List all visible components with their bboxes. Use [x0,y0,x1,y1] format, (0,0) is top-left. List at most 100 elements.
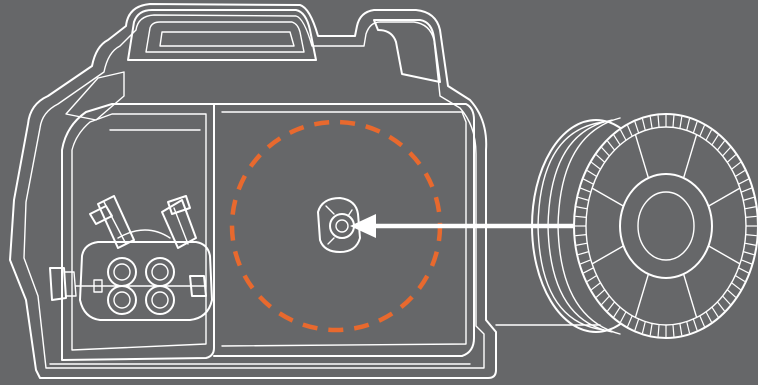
spool-spoke [682,134,698,179]
spool-knurl-tick [711,134,719,146]
spool-spoke [634,134,650,179]
spool-knurl-tick [692,318,698,331]
spool-knurl-tick [576,242,588,246]
wire-feeder [49,195,213,321]
spool-coil-edge [537,121,605,331]
spool-knurl-tick [699,315,706,327]
spool-knurl-tick [601,147,610,157]
spool-knurl-tick [595,289,606,298]
spool-knurl-tick [686,118,691,131]
welder-machine [9,3,497,379]
left-top-step [65,71,125,121]
drive-roller-top-left [107,257,137,287]
spool-knurl-tick [626,315,633,327]
spool-coil-edge-3 [557,117,621,335]
spool-knurl-tick [726,289,737,298]
spool-front-flange [573,113,758,339]
spool-knurl-tick [575,234,587,237]
drive-roller-bottom-right [145,285,175,315]
spool-knurl-tick [657,324,660,337]
hub-mount [317,197,361,253]
left-tension-arm [89,195,135,249]
spool-knurl-tick [705,129,713,141]
rear-handle [373,19,441,83]
spool-knurl-tick [734,274,746,283]
spool-compartment-inner [221,111,467,347]
handle-inner [159,31,295,47]
right-tension-arm [161,195,197,249]
bracket-bolt-left [93,279,103,293]
drive-roller-top-left-hub [113,263,131,281]
spool-knurl-tick [607,140,616,151]
drive-roller-top-right-hub [151,263,169,281]
spool-spoke [634,273,650,318]
spool-hub-ring [619,173,713,279]
spool-knurl-tick [738,267,749,274]
spool-knurl-tick [740,259,752,265]
spool-knurl-tick [686,321,691,334]
spool-knurl-tick [692,121,698,134]
welder-outer-casing [9,3,497,379]
spool-knurl-tick [679,116,683,129]
spool-knurl-tick [745,234,757,237]
spool-knurl-tick [657,115,660,128]
spool-knurl-tick [601,295,610,305]
feed-bracket-top [117,229,171,239]
spool-compartment [213,103,475,357]
spool-knurl-tick [726,154,737,163]
spool-knurl-tick [679,323,683,336]
spool-knurl-tick [575,215,587,218]
spool-spoke [682,273,698,318]
spool-coil-edge-2 [547,119,613,333]
spool-knurl-tick [577,196,589,201]
spool-knurl-tick [744,206,756,210]
spool-knurl-tick [743,251,755,256]
spool-knurl-tick [634,121,640,134]
spool-knurl-tick [607,301,616,312]
spool-knurl-tick [740,187,752,193]
spool-knurl-tick [591,161,601,170]
drive-roller-top-right [145,257,175,287]
spool-knurl-tick [619,311,627,323]
spool-knurl-tick [576,206,588,210]
handle [127,9,317,61]
spool-knurl-tick [649,116,653,129]
spool-knurl-tick [641,321,646,334]
spool-knurl-tick [641,118,646,131]
spool-spoke [591,245,624,265]
spool-spoke [708,245,741,265]
drive-roller-bottom-right-hub [151,291,169,309]
spool-knurl-tick [716,301,725,312]
hub-brake-arm [325,205,353,245]
spool-knurl-tick [743,196,755,201]
spool-knurl-tick [731,282,741,291]
spool-knurl-tick [734,169,746,178]
spool-knurl-tick [586,169,598,178]
spool-knurl-tick [619,129,627,141]
spool-knurl-tick [744,242,756,246]
drive-compartment [61,103,215,361]
spool-knurl-tick [672,324,675,337]
spool-knurl-tick [583,178,594,185]
spool-knurl-tick [699,125,706,137]
spool-knurl-ticks [575,115,757,337]
spool-knurl-tick [613,134,621,146]
spool-spoke [591,187,624,207]
spool-knurl-tick [613,306,621,318]
spool-knurl-tick [722,295,731,305]
spool-knurl-tick [722,147,731,157]
spool-spokes [591,134,741,318]
spool-knurl-tick [580,259,592,265]
wire-inlet-collar [63,271,77,297]
wire-spool [495,113,758,339]
spool-knurl-tick [649,323,653,336]
spool-knurl-tick [591,282,601,291]
spool-knurl-tick [583,267,594,274]
spool-knurl-tick [745,215,757,218]
spool-knurl-tick [595,154,606,163]
spool-knurl-tick [580,187,592,193]
spool-center-bore [637,191,695,261]
spool-knurl-tick [577,251,589,256]
